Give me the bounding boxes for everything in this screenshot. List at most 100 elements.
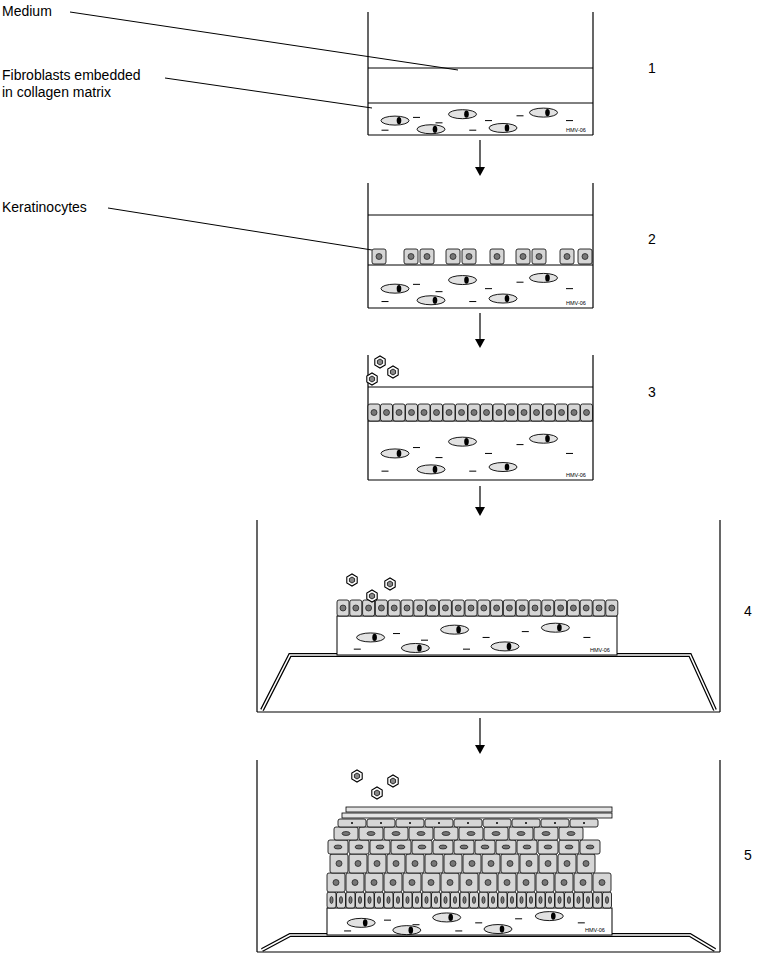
keratinocyte-cell [456,404,468,421]
fibroblast-cell [417,296,445,305]
cell-nucleus [571,410,577,416]
keratinocyte-cell [441,892,450,908]
keratinocyte-cell [509,827,533,840]
virus-particle [375,356,385,368]
cell-nucleus [517,832,525,836]
cell-nucleus [526,861,532,867]
cell-nucleus [534,410,540,416]
virus-core [390,778,395,784]
dish-wall [719,520,720,712]
well-bottom [368,134,593,135]
fibroblast-nucleus [397,117,402,124]
well-wall [592,12,593,135]
cell-nucleus [442,832,450,836]
cell-nucleus [396,410,402,416]
keratinocyte-cell [555,873,573,892]
part-label: Keratinocytes [2,199,87,216]
cell-nucleus [355,861,361,867]
step-number: 3 [648,384,656,401]
fibroblast-cell [449,276,477,285]
cell-remnant [467,822,469,824]
keratinocyte-cell [482,854,500,873]
cell-nucleus [509,410,515,416]
keratinocyte-cell [517,840,537,854]
cell-nucleus [542,880,548,886]
keratinocyte-cell [536,873,554,892]
virus-particle [367,590,377,602]
fibroblast-nucleus [417,644,422,651]
keratinocyte-cell [334,827,358,840]
cell-nucleus [368,897,371,904]
fibroblast-cell [491,642,519,651]
well-wall [592,183,593,308]
fibroblast-cell [347,918,375,927]
virus-particle [388,775,398,787]
dish-wall [256,520,257,712]
collagen-surface [368,103,593,104]
cell-nucleus [586,897,589,904]
collagen-fibre [469,130,476,131]
watermark: HMV-06 [566,300,586,307]
cell-nucleus [466,254,472,260]
keratinocyte-cell [420,249,434,264]
keratinocyte-cell [328,840,348,854]
cornified-layer [342,813,612,818]
keratinocyte-cell [490,249,504,264]
keratinocyte-cell [481,404,493,421]
fibroblast-cell [393,926,421,935]
cell-nucleus [565,845,573,849]
cell-remnant [525,822,527,824]
cell-nucleus [391,605,397,611]
leader-line [165,78,372,108]
fibroblast-nucleus [363,919,368,926]
fibroblast-cell [449,110,477,119]
keratinocyte-cell [584,892,593,908]
keratinocyte-cell [546,892,555,908]
cell-nucleus [374,861,380,867]
cell-nucleus [450,861,456,867]
virus-particle [385,578,395,590]
keratinocyte-cell [403,892,412,908]
virus-core [349,577,354,583]
fibroblast-nucleus [433,466,438,473]
keratinocyte-cell [527,892,536,908]
collagen-fibre [485,453,492,454]
keratinocyte-cell [425,819,453,827]
cell-nucleus [431,861,437,867]
collagen-fibre [436,291,443,292]
keratinocyte-cell [555,600,567,616]
keratinocyte-cell [444,854,462,873]
collagen-fibre [578,922,585,923]
well-bottom [368,307,593,308]
cell-nucleus [421,410,427,416]
fibroblast-nucleus [505,124,510,131]
fibroblast-nucleus [372,634,377,641]
keratinocyte-cell [493,404,505,421]
fibroblast-nucleus [397,450,402,457]
keratinocyte-cell [581,404,593,421]
keratinocyte-cell [559,827,583,840]
keratinocyte-cell [460,873,478,892]
cell-nucleus [450,254,456,260]
fibroblast-cell [489,463,517,472]
cell-nucleus [504,880,510,886]
cell-nucleus [520,897,523,904]
keratinocyte-cell [532,249,546,264]
cell-nucleus [371,410,377,416]
cell-nucleus [425,897,428,904]
keratinocyte-cell [574,873,592,892]
fibroblast-nucleus [456,626,461,633]
collagen-fibre [421,640,428,641]
collagen-fibre [483,637,490,638]
watermark: HMV-06 [585,927,605,934]
cell-nucleus [519,605,525,611]
keratinocyte-cell [491,600,503,616]
insert-support-inner [262,655,715,710]
keratinocyte-cell [516,600,528,616]
keratinocyte-cell [543,404,555,421]
cell-nucleus [439,845,447,849]
cell-nucleus [339,897,342,904]
keratinocyte-cell [368,854,386,873]
cell-nucleus [434,897,437,904]
cell-nucleus [378,605,384,611]
